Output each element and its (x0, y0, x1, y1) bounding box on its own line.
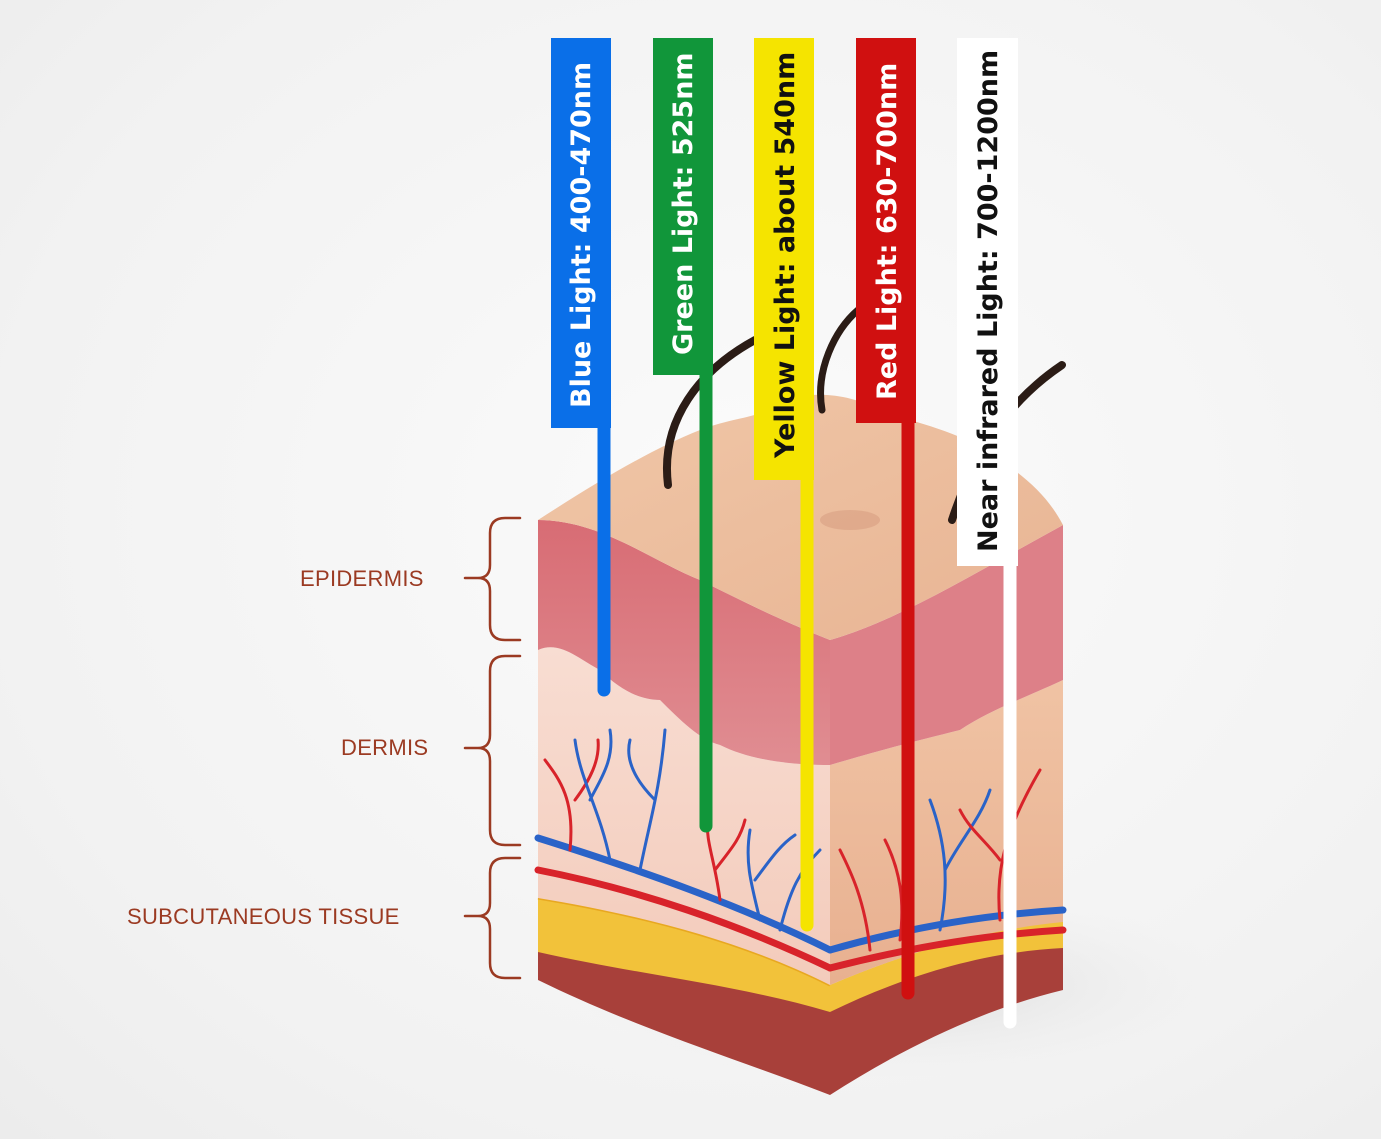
epidermis-bracket (463, 516, 522, 642)
light-band-near-infrared-label: Near infrared Light: 700-1200nm (973, 50, 1004, 552)
dermis-label: DERMIS (341, 735, 429, 760)
blood-vessels (534, 728, 1067, 972)
light-band-blue-label: Blue Light: 400-470nm (566, 62, 597, 408)
epidermis-label: EPIDERMIS (300, 566, 424, 591)
light-band-blue: Blue Light: 400-470nm (551, 38, 611, 697)
dermis-bracket (463, 654, 522, 847)
light-band-yellow: Yellow Light: about 540nm (754, 38, 814, 932)
light-band-red-label: Red Light: 630-700nm (872, 63, 903, 400)
light-band-green-label: Green Light: 525nm (668, 52, 699, 355)
subcutaneous-bracket (463, 856, 522, 980)
light-band-green: Green Light: 525nm (653, 38, 713, 833)
light-band-yellow-label: Yellow Light: about 540nm (770, 52, 801, 459)
light-band-near-infrared: Near infrared Light: 700-1200nm (957, 38, 1018, 1029)
light-band-red: Red Light: 630-700nm (856, 38, 916, 1000)
layer-brackets (463, 516, 522, 980)
subcutaneous-tissue-label: SUBCUTANEOUS TISSUE (127, 904, 400, 929)
